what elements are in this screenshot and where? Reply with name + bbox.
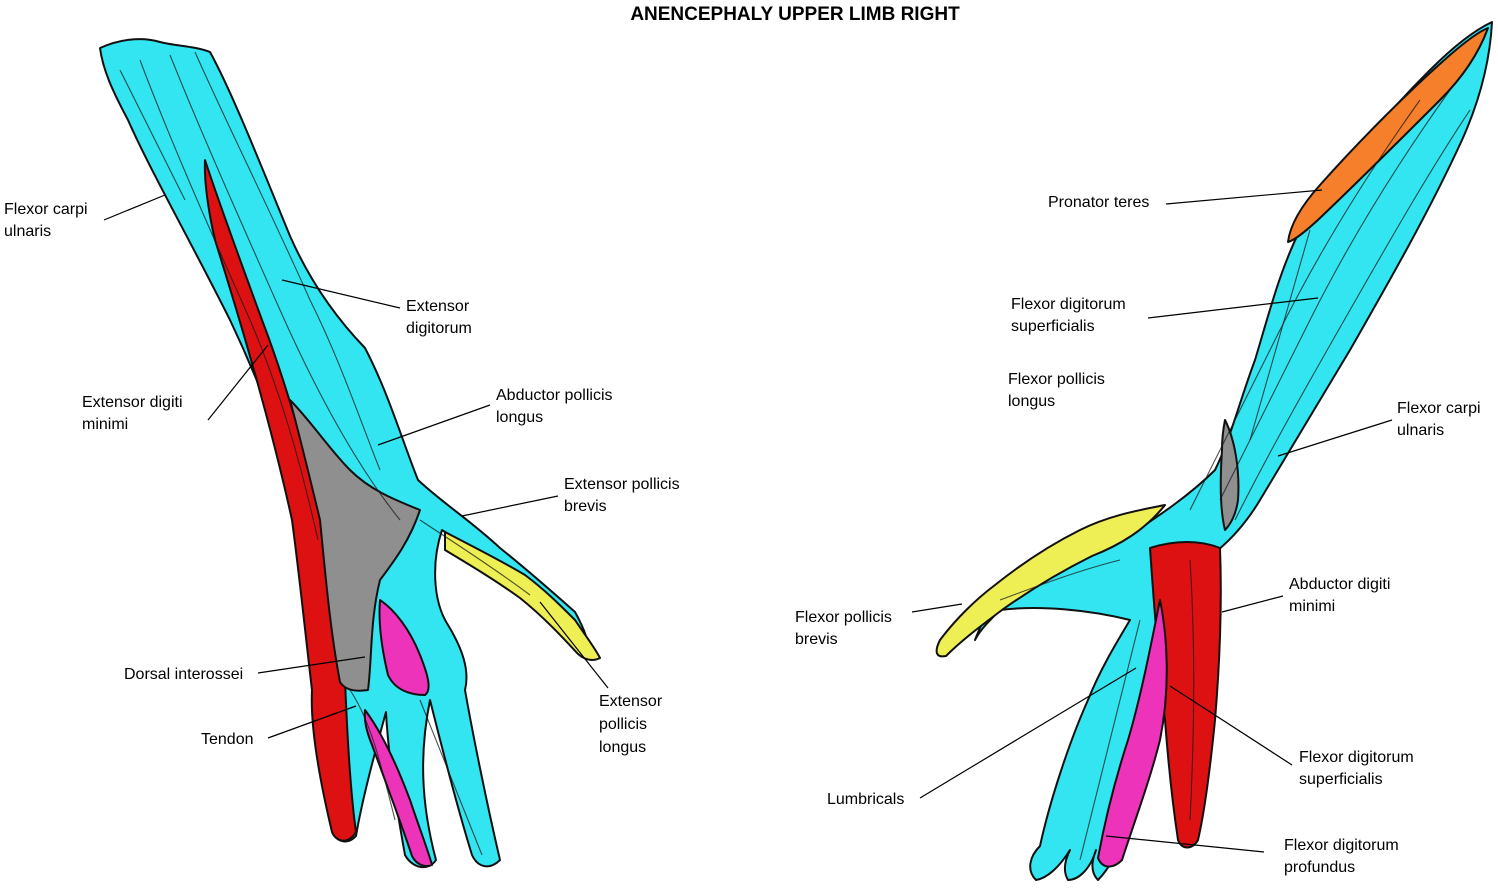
leader-flexor-carpi-ulnaris-left [103,194,166,221]
right-thumb-yellow [935,504,1166,658]
label-extensor-digiti-minimi-left: Extensor digiti minimi [82,394,187,433]
leader-extensor-digitorum-left [281,279,401,309]
leader-flexor-digitorum-profundus-right [1105,835,1265,853]
diagram-title: ANENCEPHALY UPPER LIMB RIGHT [630,4,960,25]
right-lumbricals-magenta [1097,599,1168,868]
left-fibers-6 [349,689,396,821]
label-lumbricals-right: Lumbricals [827,791,904,808]
label-flexor-digitorum-superficialis-top-right: Flexor digitorum superficialis [1011,296,1130,335]
left-limb-dorsal [99,38,601,869]
right-fibers-6 [1079,619,1141,861]
leader-extensor-pollicis-longus-left [539,601,609,689]
leader-dorsal-interossei-left [257,656,366,674]
label-flexor-digitorum-profundus-right: Flexor digitorum profundus [1284,837,1403,876]
label-flexor-carpi-ulnaris-left: Flexor carpi ulnaris [4,201,92,240]
leader-extensor-digiti-minimi-left [207,344,269,421]
leader-abductor-pollicis-longus-left [377,404,491,446]
leader-flexor-pollicis-brevis-right [911,603,963,613]
leader-flexor-carpi-ulnaris-right [1277,419,1393,457]
leader-pronator-teres-right [1165,189,1323,205]
left-extensor-digiti-minimi [203,159,357,842]
right-pronator-teres-orange [1287,27,1489,243]
label-flexor-pollicis-longus-right: Flexor pollicis longus [1008,371,1109,410]
label-tendon-left: Tendon [201,731,254,748]
right-fibers-7 [1189,559,1195,821]
leader-abductor-digiti-minimi-right [1221,595,1284,613]
right-fibers-4 [1249,229,1311,441]
label-extensor-digitorum-left: Extensor digitorum [406,298,474,337]
left-fibers-3 [194,51,381,471]
label-flexor-carpi-ulnaris-right: Flexor carpi ulnaris [1397,400,1485,439]
left-fibers-2 [169,54,401,521]
right-labels: Pronator teres Flexor digitorum superfic… [795,189,1485,876]
label-extensor-pollicis-brevis-left: Extensor pollicis brevis [564,476,684,515]
label-pronator-teres-right: Pronator teres [1048,194,1149,211]
left-wrist-bones [289,399,421,692]
left-dorsal-interossei-magenta [378,599,430,696]
label-abductor-pollicis-longus-left: Abductor pollicis longus [496,387,617,426]
leader-lumbricals-right [919,667,1137,799]
leader-flexor-digitorum-superficialis-bottom-right [1169,685,1293,766]
left-fibers-1 [139,59,319,541]
left-fibers-7 [419,699,483,856]
leader-tendon-left [267,705,357,739]
label-extensor-pollicis-longus-left: Extensor pollicis longus [599,693,667,756]
label-flexor-pollicis-brevis-right: Flexor pollicis brevis [795,609,896,648]
leader-extensor-pollicis-brevis-left [461,495,559,517]
right-fibers-2 [1234,109,1471,521]
label-flexor-digitorum-superficialis-bottom-right: Flexor digitorum superficialis [1299,749,1418,788]
right-fibers-5 [999,559,1121,601]
left-finger-magenta [363,709,433,867]
right-limb-palmar [935,21,1493,881]
right-fibers-3 [1189,99,1421,511]
left-labels: Flexor carpi ulnaris Extensor digitorum … [4,194,684,756]
leader-flexor-digitorum-superficialis-top-right [1147,297,1319,319]
left-fibers-5 [419,519,531,596]
label-abductor-digiti-minimi-right: Abductor digiti minimi [1289,576,1395,615]
label-dorsal-interossei-left: Dorsal interossei [124,666,243,683]
left-fibers-4 [119,69,186,201]
